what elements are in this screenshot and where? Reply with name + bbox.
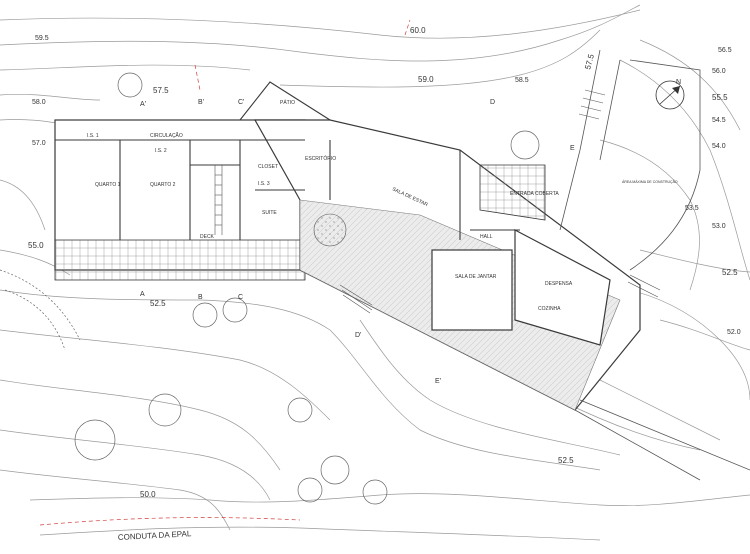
tree-icon: [362, 479, 388, 505]
section-mark-d2: D': [355, 332, 361, 339]
red-lines: [39, 19, 411, 526]
room-quarto1: QUARTO 1: [95, 182, 121, 188]
area-limit-label: ÁREA MÁXIMA DE CONSTRUÇÃO: [622, 179, 678, 184]
contour-label-59-0: 59.0: [418, 75, 434, 84]
room-deck: DECK: [200, 234, 215, 240]
section-mark-b2: B': [198, 99, 204, 106]
exterior-stairs: [339, 89, 661, 314]
section-mark-d: D: [490, 99, 495, 106]
section-mark-a: A: [140, 291, 145, 298]
tree-icon: [287, 397, 313, 423]
room-quarto2: QUARTO 2: [150, 182, 176, 188]
room-cozinha: COZINHA: [538, 306, 561, 312]
room-closet: CLOSET: [258, 164, 278, 170]
section-mark-e2: E': [435, 378, 441, 385]
tree-icon: [117, 72, 143, 98]
room-suite: SUITE: [262, 210, 277, 216]
room-entrada: ENTRADA COBERTA: [510, 191, 559, 197]
contour-label-50-0: 50.0: [140, 490, 156, 499]
contour-label-58-0: 58.0: [32, 99, 46, 106]
section-marks: A A' B B' C C' D D' E E': [140, 99, 575, 385]
contour-label-56-5: 56.5: [718, 47, 732, 54]
section-mark-b: B: [198, 294, 203, 301]
contour-label-53-0: 53.0: [712, 223, 726, 230]
tree-icon: [148, 393, 182, 427]
tree-icon: [510, 130, 540, 160]
deck-strip: [54, 239, 306, 281]
tree-icon: [297, 477, 323, 503]
terrace-tree-icon: [313, 213, 347, 247]
contour-label-55-5: 55.5: [712, 93, 728, 102]
contour-label-54-5: 54.5: [712, 117, 726, 124]
contour-label-56-0: 56.0: [712, 68, 726, 75]
contour-label-57-0: 57.0: [32, 140, 46, 147]
room-escritorio: ESCRITÓRIO: [305, 155, 336, 162]
patio-outline: [238, 81, 332, 121]
stairs: [214, 165, 223, 235]
house: [54, 49, 750, 481]
contour-label-59-5: 59.5: [35, 35, 49, 42]
section-mark-e: E: [570, 145, 575, 152]
contour-label-60-0: 60.0: [410, 26, 426, 35]
tree-icon: [320, 455, 350, 485]
section-mark-c2: C': [238, 99, 244, 106]
contour-label-52-5: 52.5: [150, 299, 166, 308]
room-despensa: DESPENSA: [545, 281, 573, 287]
north-label: N: [676, 79, 681, 86]
contour-label-52-5-south: 52.5: [558, 456, 574, 465]
room-is1: I.S. 1: [87, 133, 99, 139]
contour-labels: 60.0 59.0 59.5 58.0 58.5 57.5 57.5 57.0 …: [28, 26, 741, 499]
tree-icon: [192, 302, 218, 328]
section-mark-a2: A': [140, 101, 146, 108]
room-is3: I.S. 3: [258, 181, 270, 187]
section-mark-c: C: [238, 294, 243, 301]
access-road: [559, 49, 750, 481]
room-patio: PÁTIO: [280, 99, 295, 106]
contour-label-53-5: 53.5: [685, 205, 699, 212]
room-is2: I.S. 2: [155, 148, 167, 154]
room-sala-jantar: SALA DE JANTAR: [455, 274, 497, 280]
dining-box: [431, 249, 513, 331]
contour-label-54-0: 54.0: [712, 143, 726, 150]
contour-label-57-5-east: 57.5: [583, 53, 596, 71]
contour-label-58-5: 58.5: [515, 77, 529, 84]
site-limit: [629, 59, 701, 271]
entrance-covered: [479, 164, 546, 221]
tree-icon: [222, 297, 248, 323]
tree-icon: [74, 419, 116, 461]
room-hall: HALL: [480, 234, 493, 240]
contour-label-55-0: 55.0: [28, 241, 44, 250]
contour-label-57-5: 57.5: [153, 86, 169, 95]
vegetation: [0, 72, 540, 505]
contour-label-52-5-east: 52.5: [722, 268, 738, 277]
room-circulacao: CIRCULAÇÃO: [150, 132, 183, 139]
kitchen-block: [514, 229, 611, 346]
conduta-label: CONDUTA DA EPAL: [118, 529, 192, 542]
contour-lines: [0, 4, 750, 541]
north-arrow-icon: N: [655, 79, 685, 110]
contour-label-52-0: 52.0: [727, 329, 741, 336]
